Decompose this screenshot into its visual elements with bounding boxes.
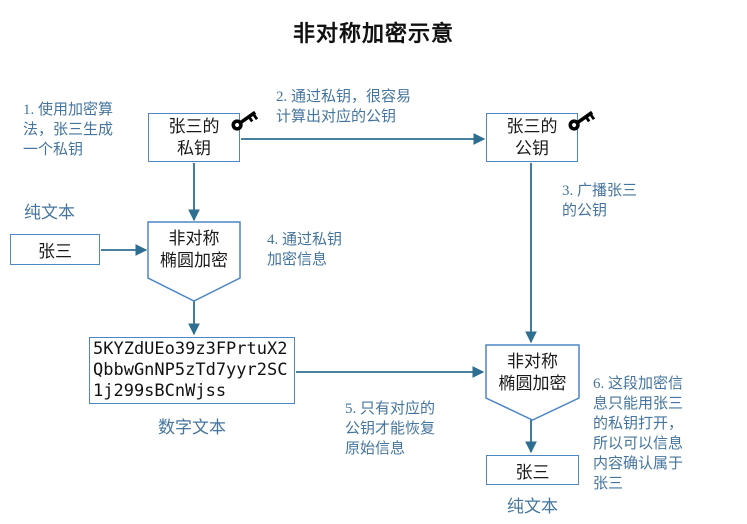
annotation-1-line2: 法，张三生成 xyxy=(23,122,114,138)
diagram-title: 非对称加密示意 xyxy=(292,21,454,46)
annotation-6-line4: 所以可以信息 xyxy=(593,436,684,452)
annotation-2-line2: 计算出对应的公钥 xyxy=(276,109,397,125)
cipher-line2: QbbwGnNP5zTd7yyr2SC xyxy=(93,360,288,380)
annotation-1-line1: 1. 使用加密算 xyxy=(23,102,114,118)
plaintext-result-label: 张三 xyxy=(515,462,550,482)
plaintext-source-box: 张三 xyxy=(10,234,100,265)
annotation-6-line3: 的私钥打开， xyxy=(593,416,684,432)
annotation-3-line2: 的公钥 xyxy=(562,203,608,219)
cipher-line1: 5KYZdUEo39z3FPrtuX2 xyxy=(93,339,288,359)
annotation-4-line2: 加密信息 xyxy=(267,252,328,268)
public-key-box: 张三的 公钥 xyxy=(486,113,578,162)
private-key-label-line2: 私钥 xyxy=(177,139,211,158)
annotation-3: 3. 广播张三 的公钥 xyxy=(562,181,637,221)
decrypt-label-line2: 椭圆加密 xyxy=(498,374,567,393)
encrypt-label-line2: 椭圆加密 xyxy=(160,251,228,270)
annotation-5-line3: 原始信息 xyxy=(345,441,406,457)
annotation-2: 2. 通过私钥，很容易 计算出对应的公钥 xyxy=(276,87,411,127)
annotation-6-line1: 6. 这段加密信 xyxy=(593,376,684,392)
annotation-6-line2: 息只能用张三 xyxy=(593,396,684,412)
annotation-2-line1: 2. 通过私钥，很容易 xyxy=(276,89,412,105)
plaintext-source-caption: 纯文本 xyxy=(24,203,75,222)
annotation-5-line1: 5. 只有对应的 xyxy=(345,401,436,417)
cipher-caption: 数字文本 xyxy=(158,418,226,437)
annotation-1: 1. 使用加密算 法，张三生成 一个私钥 xyxy=(23,100,113,160)
public-key-label-line1: 张三的 xyxy=(506,117,558,136)
annotation-3-line1: 3. 广播张三 xyxy=(562,183,638,199)
private-key-box: 张三的 私钥 xyxy=(148,113,240,162)
cipher-text-box: 5KYZdUEo39z3FPrtuX2 QbbwGnNP5zTd7yyr2SC … xyxy=(89,337,295,404)
plaintext-result-caption: 纯文本 xyxy=(507,497,558,516)
annotation-6: 6. 这段加密信 息只能用张三 的私钥打开， 所以可以信息 内容确认属于 张三 xyxy=(593,374,683,494)
annotation-6-line5: 内容确认属于 xyxy=(593,456,684,472)
annotation-4-line1: 4. 通过私钥 xyxy=(267,232,343,248)
annotation-6-line6: 张三 xyxy=(593,476,624,492)
cipher-line3: 1j299sBCnWjss xyxy=(93,381,227,401)
encrypt-label-line1: 非对称 xyxy=(168,229,220,248)
decrypt-pentagon-label: 非对称 椭圆加密 xyxy=(487,351,578,395)
encrypt-pentagon-label: 非对称 椭圆加密 xyxy=(149,228,239,272)
private-key-label-line1: 张三的 xyxy=(168,117,220,136)
annotation-1-line3: 一个私钥 xyxy=(23,142,84,158)
plaintext-source-label: 张三 xyxy=(38,242,72,261)
annotation-5: 5. 只有对应的 公钥才能恢复 原始信息 xyxy=(345,399,435,459)
encrypt-pentagon xyxy=(147,221,241,302)
annotation-4: 4. 通过私钥 加密信息 xyxy=(267,230,342,270)
plaintext-result-box: 张三 xyxy=(486,455,579,485)
annotation-5-line2: 公钥才能恢复 xyxy=(345,421,436,437)
public-key-label-line2: 公钥 xyxy=(515,139,549,158)
key-icon xyxy=(568,110,596,131)
key-icon xyxy=(231,110,259,131)
decrypt-pentagon xyxy=(485,344,580,421)
decrypt-label-line1: 非对称 xyxy=(507,352,558,371)
